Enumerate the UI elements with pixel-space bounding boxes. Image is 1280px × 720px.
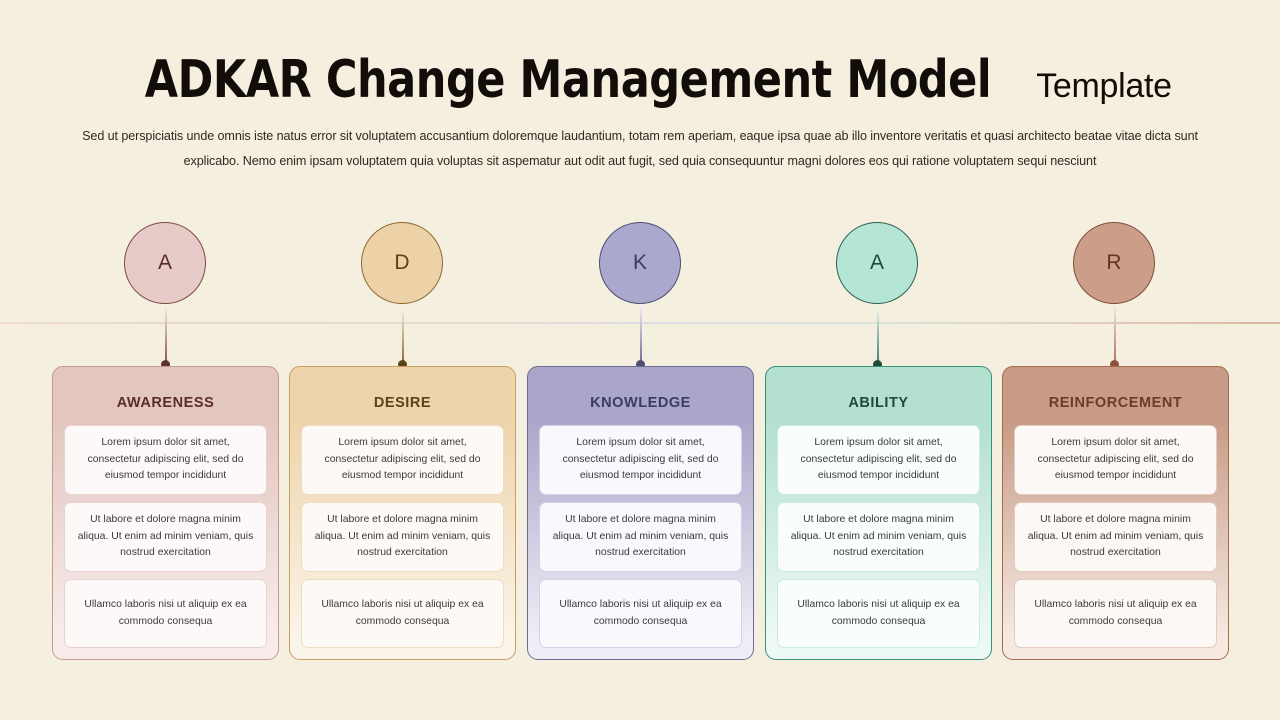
stage-circle-ability: A [836, 222, 918, 304]
stage-text-box[interactable]: Lorem ipsum dolor sit amet, consectetur … [777, 425, 980, 495]
stage-card-body: Lorem ipsum dolor sit amet, consectetur … [1003, 425, 1228, 648]
stage-text-box-content: Lorem ipsum dolor sit amet, consectetur … [800, 436, 957, 482]
stage-card-body: Lorem ipsum dolor sit amet, consectetur … [528, 425, 753, 648]
connector-line [1114, 306, 1116, 364]
stage-text-box-content: Lorem ipsum dolor sit amet, consectetur … [1037, 436, 1194, 482]
stage-card-title: ABILITY [848, 395, 909, 411]
stage-text-box-content: Ullamco laboris nisi ut aliquip ex ea co… [797, 598, 960, 627]
connector-dot [398, 360, 408, 369]
page-title-main: ADKAR Change Management Model [145, 50, 992, 110]
stage-card-desire[interactable]: DESIRE Lorem ipsum dolor sit amet, consec… [289, 366, 516, 660]
stage-text-box-content: Lorem ipsum dolor sit amet, consectetur … [562, 436, 719, 482]
stage-circle-reinforcement: R [1073, 222, 1155, 304]
connector-line [640, 306, 642, 364]
connector-line [877, 306, 879, 364]
connector-dot [161, 360, 171, 369]
stage-text-box[interactable]: Ut labore et dolore magna minim aliqua. … [64, 502, 267, 572]
stage-text-box-content: Ut labore et dolore magna minim aliqua. … [77, 513, 254, 559]
stage-text-box[interactable]: Ullamco laboris nisi ut aliquip ex ea co… [539, 579, 742, 648]
stage-text-box-content: Ullamco laboris nisi ut aliquip ex ea co… [321, 598, 484, 627]
stage-circle-letter: A [157, 251, 172, 274]
stage-text-box-content: Lorem ipsum dolor sit amet, consectetur … [87, 436, 244, 482]
stage-circle-desire: D [361, 222, 443, 304]
stage-card-ability[interactable]: ABILITY Lorem ipsum dolor sit amet, conse… [765, 366, 992, 660]
stage-card-awareness[interactable]: AWARENESS Lorem ipsum dolor sit amet, con… [52, 366, 279, 660]
stage-card-title: AWARENESS [116, 395, 215, 411]
stage-text-box-content: Ut labore et dolore magna minim aliqua. … [314, 513, 491, 559]
stage-text-box-content: Ut labore et dolore magna minim aliqua. … [1027, 513, 1204, 559]
stage-cards: AWARENESS Lorem ipsum dolor sit amet, con… [0, 366, 1280, 662]
connector-dot [1110, 360, 1120, 369]
stage-circle-awareness: A [124, 222, 206, 304]
stage-circle-letter: D [394, 251, 410, 274]
stage-text-box[interactable]: Ullamco laboris nisi ut aliquip ex ea co… [301, 579, 504, 648]
stage-text-box[interactable]: Ut labore et dolore magna minim aliqua. … [1014, 502, 1217, 572]
stage-circle-letter: K [632, 251, 647, 274]
stage-card-reinforcement[interactable]: REINFORCEMENT Lorem ipsum dolor sit amet,… [1002, 366, 1229, 660]
stage-text-box[interactable]: Ullamco laboris nisi ut aliquip ex ea co… [64, 579, 267, 648]
stage-text-box-content: Ullamco laboris nisi ut aliquip ex ea co… [1034, 598, 1197, 627]
stage-text-box-content: Lorem ipsum dolor sit amet, consectetur … [324, 436, 481, 482]
stage-card-body: Lorem ipsum dolor sit amet, consectetur … [766, 425, 991, 648]
stage-text-box[interactable]: Ut labore et dolore magna minim aliqua. … [301, 502, 504, 572]
stage-text-box-content: Ut labore et dolore magna minim aliqua. … [552, 513, 729, 559]
stage-card-body: Lorem ipsum dolor sit amet, consectetur … [290, 425, 515, 648]
connector-dot [636, 360, 646, 369]
connector-dot [873, 360, 883, 369]
stage-card-title: DESIRE [373, 395, 432, 411]
stage-card-title: KNOWLEDGE [590, 395, 691, 411]
page-title-suffix: Template [1036, 67, 1172, 105]
stage-text-box[interactable]: Ut labore et dolore magna minim aliqua. … [539, 502, 742, 572]
stage-card-title: REINFORCEMENT [1048, 395, 1183, 411]
stage-text-box[interactable]: Ut labore et dolore magna minim aliqua. … [777, 502, 980, 572]
stage-card-body: Lorem ipsum dolor sit amet, consectetur … [53, 425, 278, 648]
stage-text-box[interactable]: Lorem ipsum dolor sit amet, consectetur … [301, 425, 504, 495]
stage-card-knowledge[interactable]: KNOWLEDGE Lorem ipsum dolor sit amet, con… [527, 366, 754, 660]
stage-circle-letter: R [1106, 251, 1122, 274]
stage-text-box[interactable]: Lorem ipsum dolor sit amet, consectetur … [1014, 425, 1217, 495]
stage-circle-letter: A [869, 251, 884, 274]
stage-text-box-content: Ullamco laboris nisi ut aliquip ex ea co… [559, 598, 722, 627]
stage-text-box-content: Ut labore et dolore magna minim aliqua. … [790, 513, 967, 559]
page-subtitle: Sed ut perspiciatis unde omnis iste natu… [82, 129, 1198, 169]
stage-circle-knowledge: K [599, 222, 681, 304]
stage-text-box[interactable]: Ullamco laboris nisi ut aliquip ex ea co… [1014, 579, 1217, 648]
stage-text-box-content: Ullamco laboris nisi ut aliquip ex ea co… [84, 598, 247, 627]
stage-text-box[interactable]: Lorem ipsum dolor sit amet, consectetur … [64, 425, 267, 495]
connector-line [165, 306, 167, 364]
stage-text-box[interactable]: Lorem ipsum dolor sit amet, consectetur … [539, 425, 742, 495]
connector-line [402, 306, 404, 364]
stage-text-box[interactable]: Ullamco laboris nisi ut aliquip ex ea co… [777, 579, 980, 648]
